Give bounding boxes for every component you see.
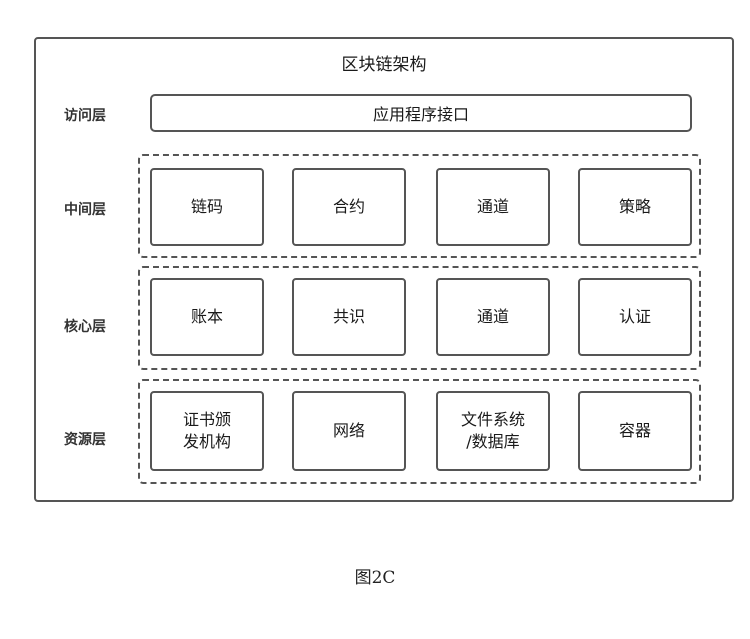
module-channel-core: 通道 bbox=[436, 278, 550, 356]
module-certificate-authority: 证书颁 发机构 bbox=[150, 391, 264, 471]
resource-layer-group bbox=[138, 379, 701, 484]
figure-caption: 图2C bbox=[354, 568, 396, 588]
middle-layer-group bbox=[138, 154, 701, 258]
module-channel-middle: 通道 bbox=[436, 168, 550, 246]
module-contract: 合约 bbox=[292, 168, 406, 246]
core-layer-group bbox=[138, 266, 701, 370]
module-authentication: 认证 bbox=[578, 278, 692, 356]
module-policy: 策略 bbox=[578, 168, 692, 246]
module-container: 容器 bbox=[578, 391, 692, 471]
layer-label-core: 核心层 bbox=[64, 319, 106, 335]
architecture-frame bbox=[34, 37, 734, 502]
module-consensus: 共识 bbox=[292, 278, 406, 356]
module-filesystem-database: 文件系统 /数据库 bbox=[436, 391, 550, 471]
layer-label-access: 访问层 bbox=[64, 108, 106, 124]
module-chaincode: 链码 bbox=[150, 168, 264, 246]
api-box: 应用程序接口 bbox=[150, 94, 692, 132]
layer-label-middle: 中间层 bbox=[64, 202, 106, 218]
module-network: 网络 bbox=[292, 391, 406, 471]
diagram-title: 区块链架构 bbox=[341, 55, 427, 75]
layer-label-resource: 资源层 bbox=[64, 432, 106, 448]
module-ledger: 账本 bbox=[150, 278, 264, 356]
